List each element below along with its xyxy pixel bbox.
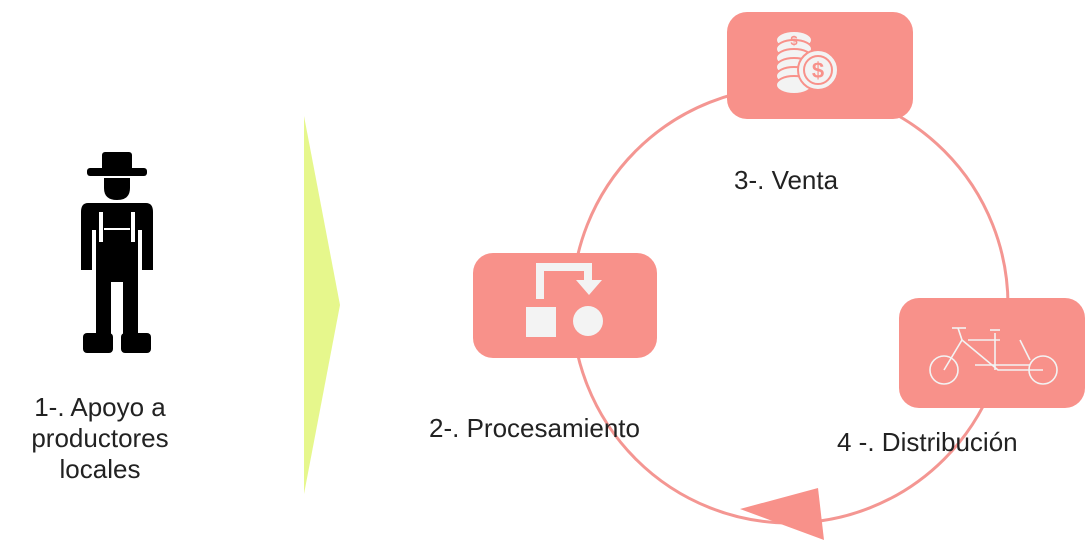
step1-label-line3: locales <box>59 454 141 484</box>
process-arrow <box>304 116 340 494</box>
step1-label-line1: 1-. Apoyo a <box>34 392 166 422</box>
step3-label: 3-. Venta <box>734 165 839 195</box>
cargo-bike-icon <box>929 327 1058 385</box>
step4-card <box>899 298 1085 408</box>
step1-label-line2: productores <box>31 423 169 453</box>
step1-label: 1-. Apoyo a productores locales <box>16 392 184 485</box>
coins-dollar-icon <box>775 30 839 95</box>
cycle-arrowhead <box>740 488 824 540</box>
farmer-icon <box>81 152 153 353</box>
step2-label: 2-. Procesamiento <box>429 413 640 443</box>
process-flow-icon <box>526 263 603 337</box>
step2-card <box>473 253 657 358</box>
coins-dollar-sign: $ <box>812 58 824 83</box>
step4-label: 4 -. Distribución <box>837 427 1018 457</box>
coins-top-dollar-sign: $ <box>790 33 798 48</box>
